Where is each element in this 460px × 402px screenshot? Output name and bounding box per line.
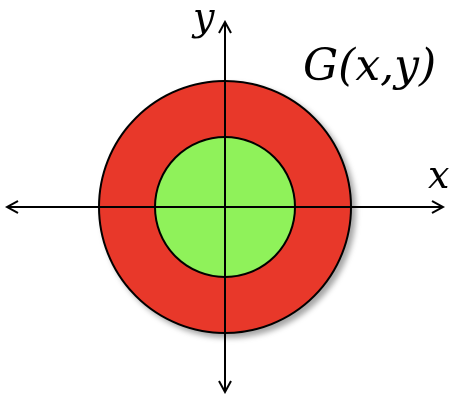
y-axis-label: y xyxy=(191,0,215,39)
function-label: G(x,y) xyxy=(303,40,436,91)
x-axis-label: x xyxy=(428,153,449,197)
